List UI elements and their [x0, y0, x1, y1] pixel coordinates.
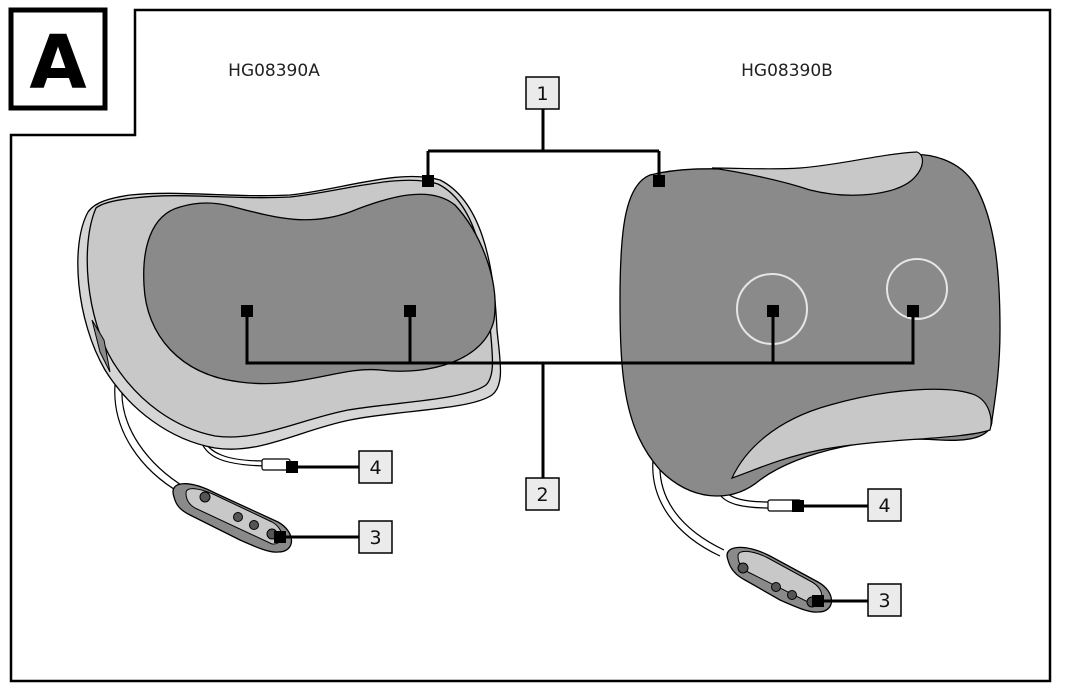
callout-1-label: 1 [536, 83, 548, 105]
remote-control-left [172, 483, 293, 553]
marker-2d [907, 305, 919, 317]
pillow-right-bottom-panel [730, 388, 992, 480]
model-name-right: HG08390B [741, 61, 833, 81]
callout-2: 2 [525, 477, 560, 511]
cable-left-remote [114, 384, 183, 495]
callout-4-left: 4 [358, 450, 393, 484]
pillow-left-side-panel [91, 319, 111, 373]
remote-right-button-2 [771, 582, 781, 592]
callout-1: 1 [525, 76, 560, 110]
section-letter: A [29, 20, 86, 106]
marker-2a [241, 305, 253, 317]
massage-node-ring-2 [886, 258, 948, 320]
callout-3-right-label: 3 [878, 590, 890, 612]
remote-left-button-3 [249, 520, 259, 530]
marker-3-left [274, 531, 286, 543]
callout-3-left-label: 3 [369, 527, 381, 549]
remote-left-button-2 [233, 512, 243, 522]
figure-frame [9, 8, 1052, 683]
marker-2c [767, 305, 779, 317]
callout-2-leader [245, 311, 915, 478]
marker-4-left [286, 461, 298, 473]
section-label-box [8, 7, 108, 111]
remote-right-button-3 [787, 590, 797, 600]
callout-3-left: 3 [358, 520, 393, 554]
cable-right-remote [652, 459, 721, 557]
remote-left-button-1 [199, 491, 211, 503]
marker-2b [404, 305, 416, 317]
callout-1-leader [426, 108, 661, 180]
callout-lines [245, 108, 915, 603]
plug-left [261, 458, 291, 471]
marker-1b [653, 175, 665, 187]
callout-markers [241, 175, 919, 607]
callout-3-right: 3 [867, 583, 902, 617]
pillow-left-panel [143, 193, 496, 385]
callout-4-right-label: 4 [878, 495, 890, 517]
remote-control-right [726, 546, 833, 613]
pillow-hg08390b [619, 151, 1001, 613]
marker-1a [422, 175, 434, 187]
callout-4-right: 4 [867, 488, 902, 522]
marker-4-right [792, 500, 804, 512]
remote-right-button-1 [737, 562, 749, 574]
callout-2-label: 2 [536, 484, 548, 506]
pillow-right-top-panel [711, 151, 923, 196]
callout-4-left-label: 4 [369, 457, 381, 479]
marker-3-right [812, 595, 824, 607]
pillow-hg08390a [77, 175, 502, 553]
model-name-left: HG08390A [228, 61, 320, 81]
